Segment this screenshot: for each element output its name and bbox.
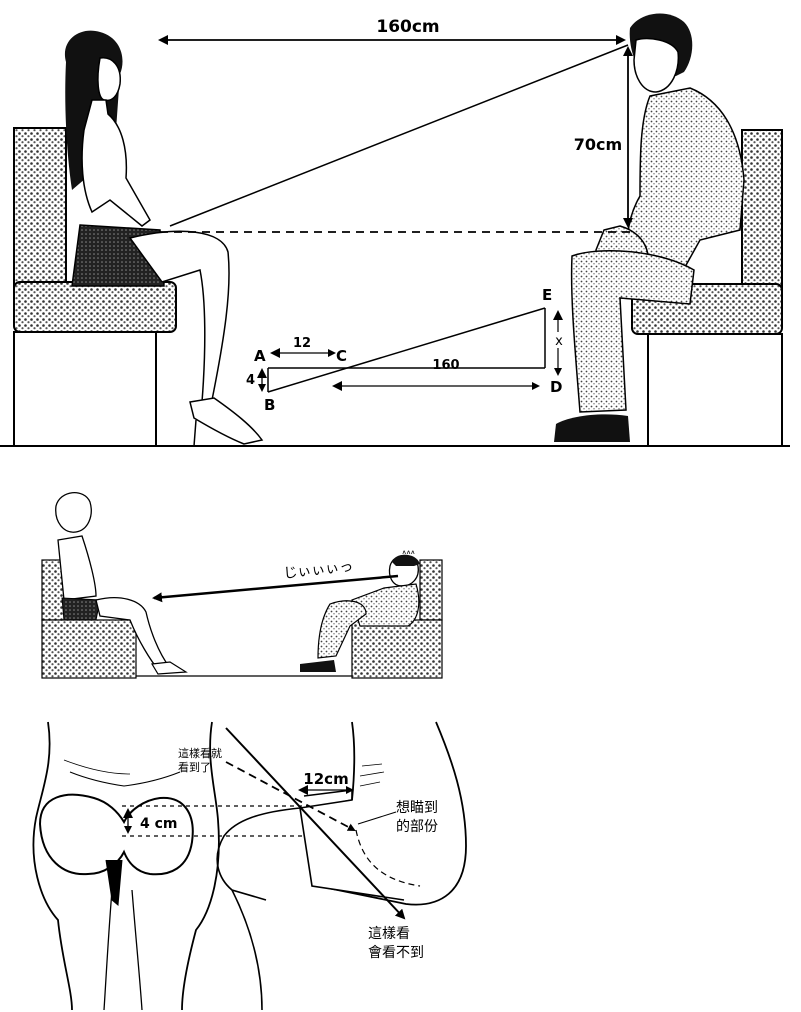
point-d-label: D bbox=[550, 378, 562, 396]
point-a-label: A bbox=[254, 347, 266, 365]
top-panel: 160cm 70cm A B C D E 12 4 160 x bbox=[0, 13, 790, 447]
ab-length-label: 4 bbox=[246, 373, 255, 388]
target-caption-line1: 想瞄到 bbox=[396, 800, 438, 816]
ac-length-label: 12 bbox=[293, 336, 311, 351]
skirt-length-label: 12cm bbox=[303, 770, 348, 788]
de-length-label: x bbox=[555, 334, 563, 349]
seen-caption-line2: 看到了 bbox=[178, 760, 211, 774]
unseen-caption-line1: 這樣看 bbox=[368, 925, 410, 942]
solid-view-line bbox=[225, 727, 406, 920]
point-c-label: C bbox=[336, 347, 347, 365]
left-seat bbox=[13, 127, 177, 447]
bottom-panel: 4 cm 12cm 這樣看就 看到了 想瞄到 的部份 這樣看 會看不到 bbox=[32, 721, 467, 1011]
unseen-caption-line2: 會看不到 bbox=[368, 945, 424, 961]
point-e-label: E bbox=[542, 286, 552, 304]
gap-label: 4 cm bbox=[140, 816, 178, 832]
distance-label: 160cm bbox=[376, 17, 439, 37]
small-woman-figure bbox=[55, 492, 188, 675]
point-b-label: B bbox=[264, 396, 275, 414]
woman-figure bbox=[64, 30, 264, 447]
seen-caption-line1: 這樣看就 bbox=[178, 746, 222, 760]
bd-length-label: 160 bbox=[432, 358, 459, 373]
middle-panel: じぃぃぃっ ៱៱៱ bbox=[41, 492, 443, 679]
small-man-figure bbox=[300, 554, 420, 672]
height-label: 70cm bbox=[574, 135, 622, 154]
right-bench bbox=[351, 619, 443, 679]
side-view-figure bbox=[216, 721, 467, 1011]
right-bench-back bbox=[419, 559, 443, 621]
left-bench bbox=[41, 619, 137, 679]
sight-line bbox=[169, 44, 629, 227]
target-caption-line2: 的部份 bbox=[396, 819, 438, 835]
stare-sound-effect: じぃぃぃっ bbox=[283, 559, 354, 582]
man-figure bbox=[554, 13, 745, 442]
similar-triangle-diagram: A B C D E 12 4 160 x bbox=[246, 286, 566, 414]
stare-arrow bbox=[152, 574, 399, 603]
sweat-marks: ៱៱៱ bbox=[402, 546, 415, 557]
rear-view-figure bbox=[32, 721, 220, 1011]
target-pointer bbox=[357, 811, 397, 825]
